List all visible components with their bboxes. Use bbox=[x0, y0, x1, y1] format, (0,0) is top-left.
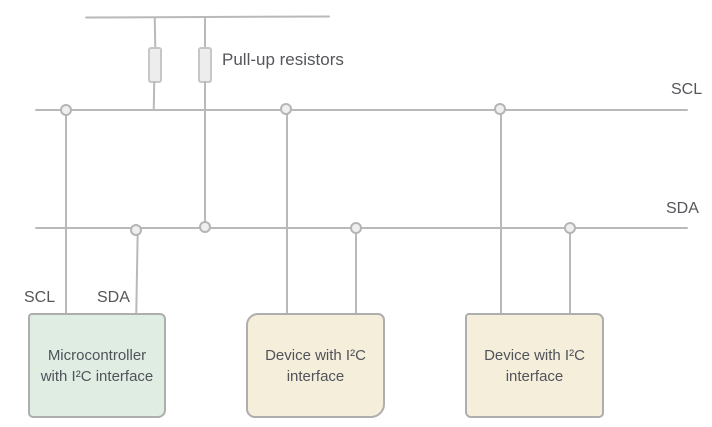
supply-rail-line bbox=[84, 15, 331, 19]
device2-box-label-line2: interface bbox=[505, 367, 564, 385]
device2-box-label-line1: Device with I²C bbox=[484, 346, 585, 364]
mcu-sda-pin-label: SDA bbox=[97, 289, 130, 306]
device1-box: Device with I²C interface bbox=[246, 313, 385, 418]
junction-dot-scl-device2 bbox=[494, 103, 506, 115]
device1-box-label-line1: Device with I²C bbox=[265, 346, 366, 364]
device2-box: Device with I²C interface bbox=[465, 313, 604, 418]
mcu-sda-drop-wire bbox=[135, 228, 139, 315]
junction-dot-sda-mcu bbox=[130, 224, 142, 236]
scl-bus-line bbox=[35, 109, 688, 111]
junction-dot-sda-pullup bbox=[199, 221, 211, 233]
pullup-resistor-1 bbox=[148, 47, 162, 83]
microcontroller-box: Microcontroller with I²C interface bbox=[28, 313, 166, 418]
device1-box-label-line2: interface bbox=[286, 367, 345, 385]
microcontroller-box-label-line2: with I²C interface bbox=[40, 367, 154, 385]
sda-bus-label: SDA bbox=[666, 200, 699, 217]
device2-scl-drop-wire bbox=[500, 110, 502, 314]
device1-sda-drop-wire bbox=[355, 229, 357, 314]
resistor-1-top-lead-wire bbox=[153, 16, 157, 49]
pullup-resistors-label: Pull-up resistors bbox=[222, 50, 344, 69]
resistor-1-bottom-lead-wire bbox=[152, 80, 156, 111]
junction-dot-scl-mcu bbox=[60, 104, 72, 116]
pullup-resistor-2 bbox=[198, 47, 212, 83]
device1-scl-drop-wire bbox=[286, 110, 288, 314]
microcontroller-box-label-line1: Microcontroller bbox=[47, 346, 147, 364]
junction-dot-sda-device2 bbox=[564, 222, 576, 234]
junction-dot-sda-device1 bbox=[350, 222, 362, 234]
resistor-2-bottom-lead-wire bbox=[204, 81, 206, 228]
mcu-scl-drop-wire bbox=[65, 110, 67, 314]
junction-dot-scl-device1 bbox=[280, 103, 292, 115]
device2-sda-drop-wire bbox=[569, 229, 571, 314]
resistor-2-top-lead-wire bbox=[204, 17, 206, 48]
scl-bus-label: SCL bbox=[671, 81, 703, 98]
mcu-scl-pin-label: SCL bbox=[24, 289, 56, 306]
